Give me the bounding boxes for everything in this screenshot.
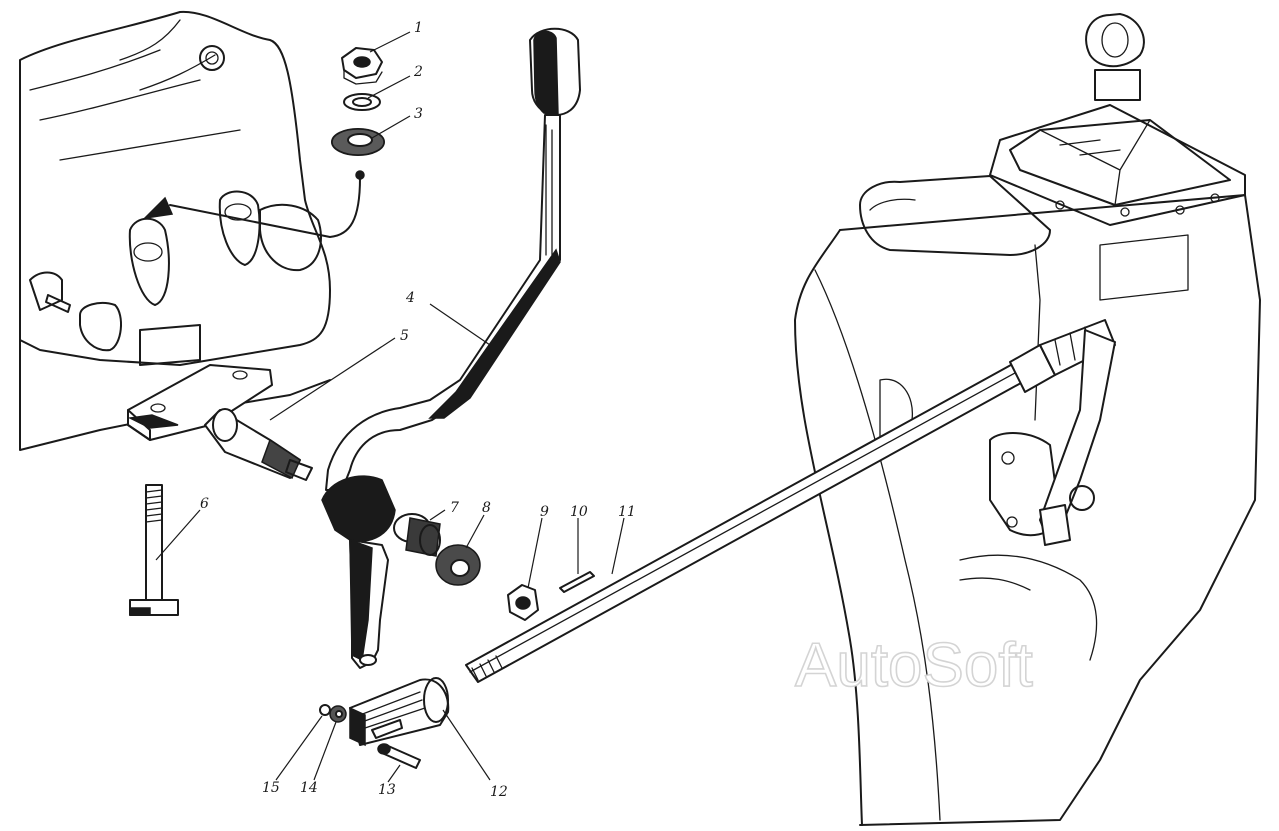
right-housing (794, 13, 1261, 826)
part-13-pin (377, 743, 421, 769)
part-2-spring-washer (343, 93, 381, 111)
part-12-clevis (349, 677, 450, 747)
callout-6: 6 (200, 496, 209, 512)
callout-2: 2 (413, 64, 423, 80)
callout-1: 1 (414, 20, 423, 36)
part-1-hex-nut (341, 47, 383, 85)
part-15-split-pin (319, 704, 331, 716)
part-5-bracket (127, 364, 313, 481)
callout-7: 7 (450, 500, 459, 516)
part-8-washer (435, 544, 481, 586)
callout-12: 12 (490, 784, 508, 800)
callout-15: 15 (262, 780, 280, 796)
part-3-flat-washer (331, 128, 385, 156)
left-housing (19, 10, 365, 451)
callout-8: 8 (482, 500, 491, 516)
callout-11: 11 (618, 504, 636, 520)
part-14-washer (329, 705, 347, 723)
callout-10: 10 (570, 504, 588, 520)
callout-3: 3 (414, 106, 423, 122)
leader-lines (155, 31, 625, 783)
callout-4: 4 (405, 290, 415, 306)
callout-13: 13 (378, 782, 396, 798)
callout-5: 5 (400, 328, 409, 344)
part-11-rod (465, 319, 1116, 683)
part-4-shift-lever (321, 27, 581, 669)
part-9-castle-nut (507, 584, 539, 621)
callout-9: 9 (540, 504, 549, 520)
part-6-bolt (129, 484, 179, 616)
callout-14: 14 (300, 780, 318, 796)
callout-labels: 1 2 3 4 5 6 7 8 9 10 11 12 13 14 15 (200, 20, 636, 800)
watermark-text: AutoSoft (795, 631, 1033, 700)
part-10-cotter-pin (559, 571, 595, 593)
